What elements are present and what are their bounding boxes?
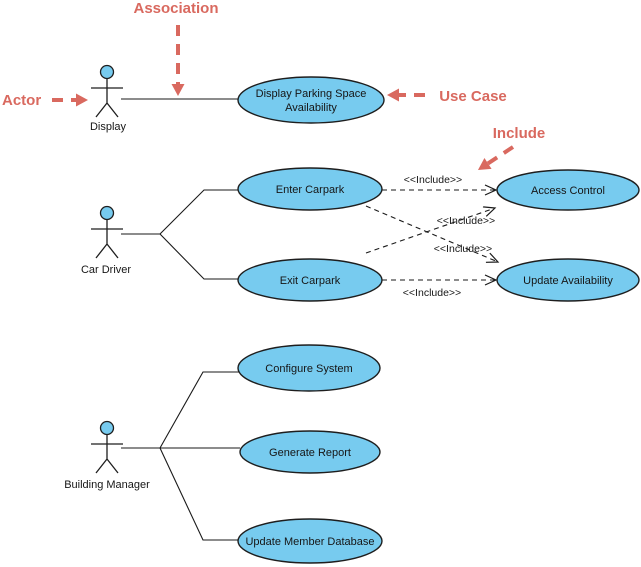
include-exit-to-accesscontrol <box>365 208 495 254</box>
usecase-label: Configure System <box>265 363 352 375</box>
annotation-association: Association <box>133 0 219 96</box>
usecase-label: Generate Report <box>269 447 351 459</box>
usecase-ellipse <box>237 258 383 302</box>
usecase-update-member-database[interactable]: Update Member Database <box>237 518 383 564</box>
usecase-display-parking-space-availability[interactable]: Display Parking Space Availability <box>237 76 385 124</box>
usecase-label: Access Control <box>531 185 605 197</box>
actor-display[interactable]: Display <box>90 64 127 134</box>
annotation-actor: Actor <box>2 92 88 109</box>
actor-head <box>99 205 115 221</box>
usecase-configure-system[interactable]: Configure System <box>237 344 381 392</box>
actor-car-driver[interactable]: Car Driver <box>81 205 131 277</box>
association-buildingmanager-to-configuresystem <box>159 371 239 449</box>
usecase-label: Exit Carpark <box>280 275 341 287</box>
usecase-exit-carpark[interactable]: Exit Carpark <box>237 258 383 302</box>
include-stereotype-label: <<Include>> <box>434 243 492 255</box>
usecase-ellipse <box>496 169 640 211</box>
usecase-ellipse <box>239 430 381 474</box>
usecase-label: Enter Carpark <box>276 184 345 196</box>
annotation-include-label: Include <box>493 125 546 142</box>
association-cardriver-to-entercarpark <box>159 189 238 235</box>
usecase-label: Update Availability <box>523 275 613 287</box>
usecase-update-availability[interactable]: Update Availability <box>496 258 640 302</box>
annotation-association-label: Association <box>133 0 218 17</box>
usecase-ellipse <box>496 258 640 302</box>
actor-stick-figure <box>91 219 123 259</box>
usecase-generate-report[interactable]: Generate Report <box>239 430 381 474</box>
actor-label: Car Driver <box>81 264 131 276</box>
actor-head <box>99 420 115 436</box>
usecase-label: Update Member Database <box>245 536 374 548</box>
usecase-ellipse <box>237 518 383 564</box>
usecase-label-line2: Availability <box>285 102 337 114</box>
usecase-enter-carpark[interactable]: Enter Carpark <box>237 167 383 211</box>
actor-label: Building Manager <box>64 479 150 491</box>
include-stereotype-label: <<Include>> <box>437 215 495 227</box>
association-buildingmanager-to-updatememberdatabase <box>159 447 238 541</box>
usecase-ellipse <box>237 76 385 124</box>
actor-label: Display <box>90 121 127 133</box>
association-cardriver-to-exitcarpark <box>159 233 238 280</box>
usecase-ellipse <box>237 344 381 392</box>
include-stereotype-label: <<Include>> <box>403 287 461 299</box>
include-connectors: <<Include>> <<Include>> <<Include>> <<In… <box>365 174 498 299</box>
annotation-use-case: Use Case <box>387 88 507 105</box>
actor-head <box>99 64 115 80</box>
actor-building-manager[interactable]: Building Manager <box>64 420 150 492</box>
annotation-include-arrow <box>477 145 515 170</box>
annotation-use-case-label: Use Case <box>439 88 507 105</box>
annotation-actor-label: Actor <box>2 92 41 109</box>
association-connectors <box>121 98 240 541</box>
include-enter-to-updateavailability <box>365 205 498 262</box>
annotation-include: Include <box>477 125 546 170</box>
actor-stick-figure <box>91 434 123 474</box>
usecase-ellipse <box>237 167 383 211</box>
include-stereotype-label: <<Include>> <box>404 174 462 186</box>
usecase-label-line1: Display Parking Space <box>256 88 367 100</box>
usecase-access-control[interactable]: Access Control <box>496 169 640 211</box>
actor-stick-figure <box>91 78 123 118</box>
